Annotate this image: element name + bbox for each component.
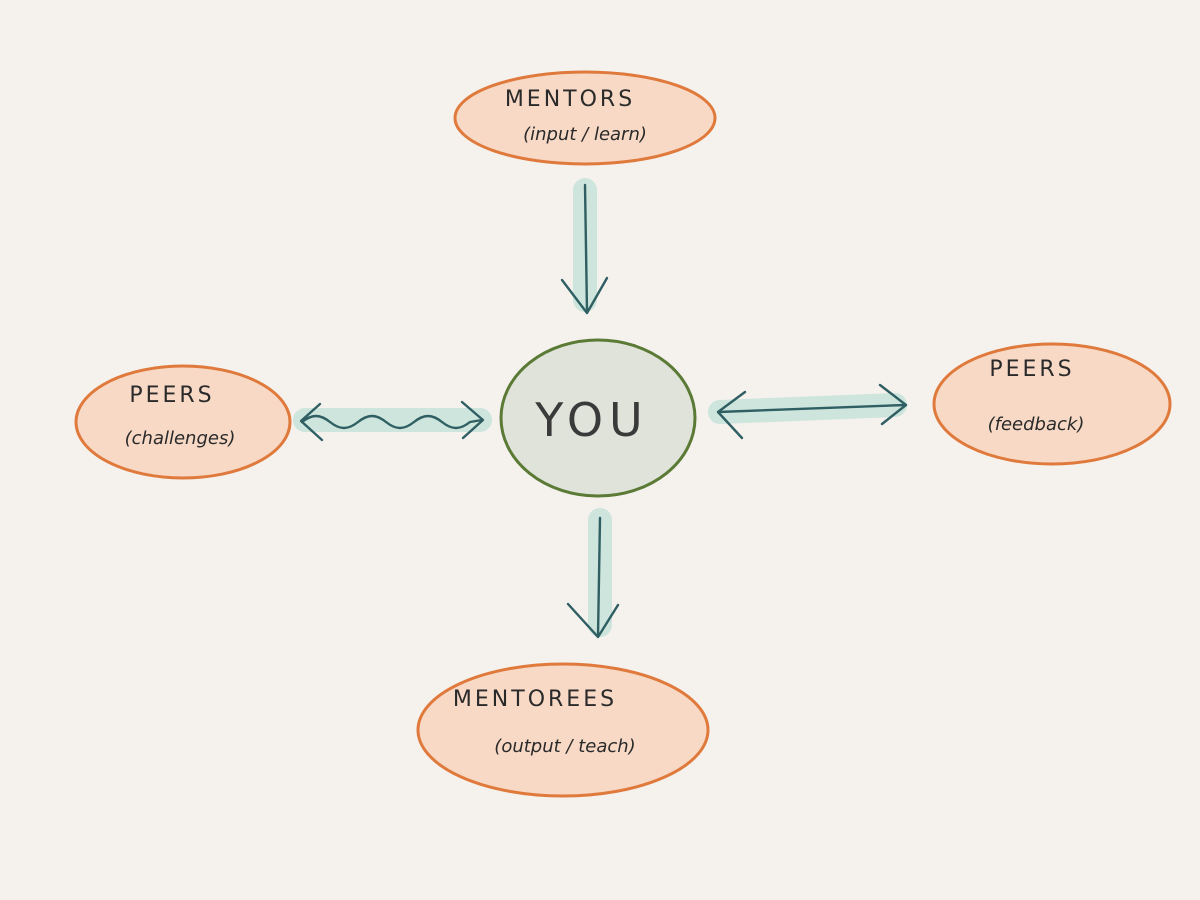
node-peers-challenges-title: PEERS <box>129 383 214 408</box>
node-peers-challenges-shape <box>74 364 292 480</box>
node-peers-feedback-title: PEERS <box>989 357 1074 382</box>
node-mentorees: MENTOREES (output / teach) <box>416 662 710 798</box>
node-mentorees-subtitle: (output / teach) <box>494 736 635 757</box>
node-you: YOU <box>499 338 697 498</box>
node-peers-challenges-subtitle: (challenges) <box>125 428 236 449</box>
arrow-mentors-to-you <box>560 183 609 315</box>
arrow-peers-challenges-you <box>299 400 485 442</box>
arrow-you-peers-feedback <box>716 383 908 440</box>
node-mentors: MENTORS (input / learn) <box>453 70 717 166</box>
node-peers-feedback: PEERS (feedback) <box>932 342 1172 466</box>
node-mentors-title: MENTORS <box>505 87 635 112</box>
node-mentors-shape <box>453 70 717 166</box>
node-mentorees-shape <box>416 662 710 798</box>
node-peers-challenges: PEERS (challenges) <box>74 364 292 480</box>
node-peers-feedback-shape <box>932 342 1172 466</box>
node-mentors-subtitle: (input / learn) <box>523 124 647 145</box>
node-peers-feedback-subtitle: (feedback) <box>988 414 1085 435</box>
arrow-you-to-mentorees <box>566 516 620 639</box>
node-you-label: YOU <box>534 393 648 447</box>
node-you-shape <box>499 338 697 498</box>
node-mentorees-title: MENTOREES <box>453 687 617 712</box>
